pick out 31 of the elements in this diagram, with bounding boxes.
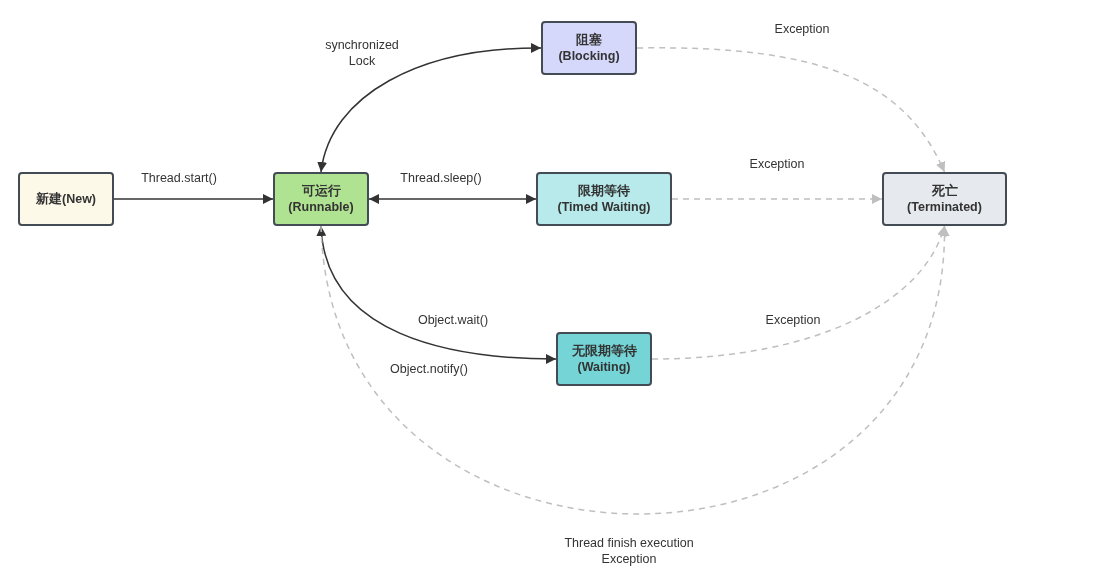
state-name: 限期等待 [578, 183, 630, 199]
edge-label: Exception [765, 312, 821, 328]
edge-label: Object.wait() [417, 312, 489, 328]
state-name: 可运行 [301, 183, 341, 199]
arrow [651, 225, 946, 360]
edge-label: Thread.sleep() [400, 170, 482, 186]
state-name: 阻塞 [576, 32, 602, 48]
state-box [536, 172, 672, 226]
state-box [18, 172, 114, 226]
edge-label: Exception [749, 156, 805, 172]
edge-label: Exception [774, 21, 830, 37]
state-name: (Terminated) [907, 199, 982, 215]
edge-label: Thread.start() [141, 170, 217, 186]
arrow [636, 47, 946, 173]
state-box [556, 332, 652, 386]
state-name: (Timed Waiting) [557, 199, 651, 215]
arrow [318, 43, 542, 173]
state-name: 新建(New) [36, 191, 96, 207]
state-box [541, 21, 637, 75]
arrow [113, 194, 274, 204]
method-label: Object.notify() [390, 361, 468, 377]
state-box [273, 172, 369, 226]
state-name: (Waiting) [577, 359, 631, 375]
arrow [320, 225, 949, 515]
arrow [368, 194, 537, 204]
state-box [882, 172, 1007, 226]
state-name: 无限期等待 [571, 343, 637, 359]
arrow [671, 194, 883, 204]
state-name: (Blocking) [558, 48, 620, 64]
state-name: (Runnable) [288, 199, 354, 215]
state-name: 死亡 [931, 183, 958, 199]
